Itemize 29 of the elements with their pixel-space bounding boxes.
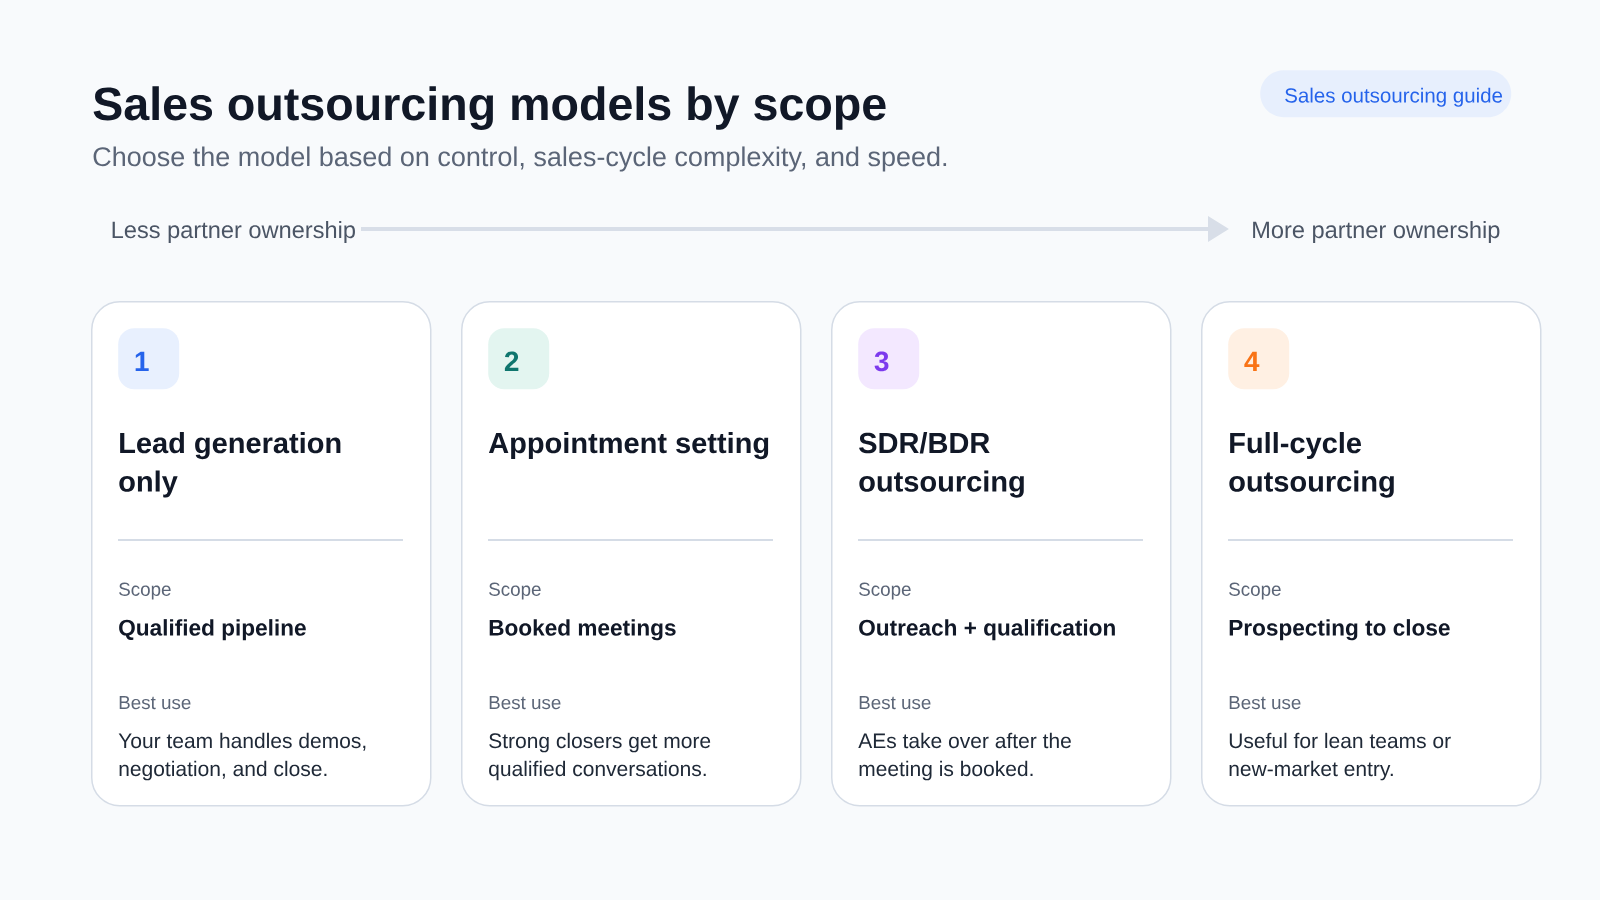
field-label: Scope xyxy=(489,582,541,600)
axis-label: More partner ownership xyxy=(1253,220,1500,243)
description: AEs take over after the meeting is booked. xyxy=(858,732,1071,781)
number-badge: 3 xyxy=(858,328,920,390)
card-heading: Full-cycle outsourcing xyxy=(1229,432,1394,498)
card-heading: Lead generation only xyxy=(119,432,341,498)
description: Your team handles demos, negotiation, and close. xyxy=(118,732,366,781)
axis-label: Less partner ownership xyxy=(112,220,355,243)
subtitle: Choose the model based on control, sales-cycle complexity, and speed. xyxy=(93,146,947,172)
field-label: Scope xyxy=(119,582,171,600)
title: Sales outsourcing models by scope xyxy=(93,86,886,130)
field-label: Best use xyxy=(1229,696,1301,710)
card-heading: SDR/BDR outsourcing xyxy=(859,432,1024,498)
field-label: Scope xyxy=(1229,582,1281,600)
tag-pill: Sales outsourcing guide xyxy=(1260,70,1512,118)
card-heading: Appointment setting xyxy=(488,432,769,460)
number-badge: 2 xyxy=(488,328,550,390)
description: Useful for lean teams or new-market entry. xyxy=(1229,732,1451,781)
description: Strong closers get more qualified conversations. xyxy=(489,732,711,781)
field-label: Best use xyxy=(859,696,931,710)
field-label: Best use xyxy=(489,696,561,710)
field-value: Prospecting to close xyxy=(1229,619,1450,641)
number-badge: 4 xyxy=(1228,328,1290,390)
field-label: Best use xyxy=(119,696,191,710)
field-value: Booked meetings xyxy=(489,619,676,641)
field-value: Qualified pipeline xyxy=(119,619,306,641)
field-value: Outreach + qualification xyxy=(859,619,1115,641)
number-badge: 1 xyxy=(118,328,180,390)
field-label: Scope xyxy=(859,582,911,600)
